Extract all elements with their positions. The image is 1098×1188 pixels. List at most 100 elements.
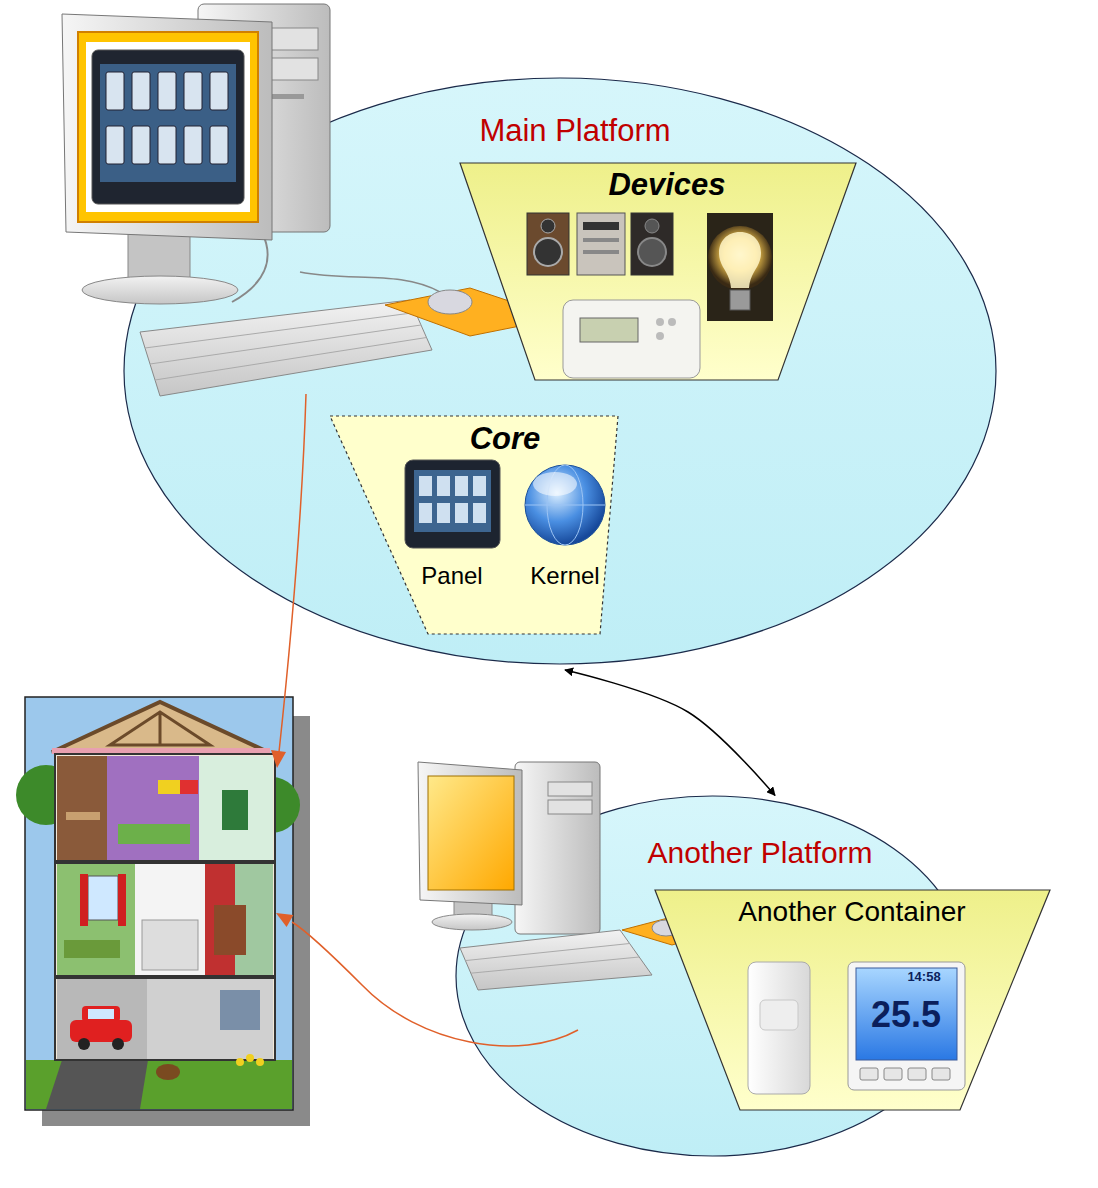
device-illustration — [563, 300, 700, 378]
device-illustration — [515, 762, 600, 934]
house-illustration — [135, 864, 205, 975]
device-illustration — [106, 126, 124, 164]
house-illustration — [57, 979, 147, 1059]
house-illustration — [110, 712, 210, 745]
device-illustration — [428, 290, 472, 314]
device-illustration — [548, 782, 592, 796]
house-illustration — [112, 1038, 124, 1050]
device-illustration — [525, 505, 605, 506]
house-illustration — [158, 780, 180, 794]
node-title: Main Platform — [479, 113, 670, 149]
house-illustration — [52, 702, 268, 752]
device-illustration — [534, 238, 562, 266]
device-illustration — [527, 213, 569, 275]
house-illustration — [16, 697, 310, 1126]
device-illustration — [419, 476, 432, 496]
house-illustration — [80, 874, 88, 926]
house-illustration — [118, 874, 126, 926]
house-illustration — [64, 940, 120, 958]
device-illustration — [100, 64, 236, 182]
device-illustration — [580, 318, 638, 342]
device-illustration — [548, 800, 592, 814]
node-outline — [460, 163, 856, 380]
device-illustration — [292, 922, 578, 1046]
device-illustration — [106, 72, 124, 110]
device-illustration — [158, 126, 176, 164]
device-illustration — [62, 14, 272, 240]
device-illustration — [860, 1068, 878, 1080]
house-illustration — [222, 790, 248, 830]
component-label: Kernel — [530, 562, 599, 590]
device-illustration — [908, 1068, 926, 1080]
house-illustration — [118, 824, 190, 844]
house-illustration — [246, 1054, 254, 1062]
device-illustration — [707, 213, 773, 321]
device-illustration — [760, 1000, 798, 1030]
device-illustration — [583, 238, 619, 242]
house-illustration — [256, 1058, 264, 1066]
device-illustration — [460, 930, 652, 990]
house-illustration — [82, 1006, 120, 1022]
device-illustration — [455, 476, 468, 496]
display-reading: 25.5 — [871, 994, 941, 1035]
device-illustration — [473, 476, 486, 496]
device-illustration — [656, 318, 664, 326]
device-illustration — [437, 476, 450, 496]
device-illustration — [140, 300, 432, 396]
house-illustration — [236, 1058, 244, 1066]
device-illustration — [465, 944, 629, 961]
device-illustration — [271, 750, 286, 768]
device-illustration — [527, 213, 773, 378]
node-title: Another Container — [738, 896, 965, 928]
device-illustration — [300, 272, 440, 292]
house-illustration — [220, 990, 260, 1030]
node-title: Another Platform — [647, 836, 872, 871]
house-illustration — [156, 1064, 180, 1080]
house-illustration — [88, 1009, 114, 1019]
device-illustration — [414, 470, 491, 532]
container-trapezoid: Core — [330, 416, 618, 634]
device-illustration — [656, 332, 664, 340]
device-illustration — [86, 42, 250, 212]
device-illustration — [419, 503, 432, 523]
device-illustration — [455, 503, 468, 523]
device-illustration — [428, 776, 514, 890]
device-illustration — [848, 962, 965, 1090]
house-illustration — [55, 754, 275, 1060]
device-illustration — [719, 232, 761, 288]
house-illustration — [55, 860, 275, 864]
house-illustration — [158, 780, 198, 794]
device-illustration — [155, 338, 427, 381]
device-illustration — [577, 213, 625, 275]
device-illustration — [145, 313, 416, 349]
device-illustration — [748, 962, 810, 1094]
device-illustration — [533, 472, 577, 496]
device-illustration — [418, 762, 522, 905]
container-trapezoid: Devices — [460, 163, 856, 380]
device-illustration — [128, 234, 190, 278]
device-illustration — [210, 126, 228, 164]
house-illustration — [57, 864, 135, 975]
device-illustration — [631, 213, 673, 275]
device-illustration — [184, 72, 202, 110]
house-illustration — [25, 697, 293, 1110]
node-title: Core — [470, 421, 541, 457]
device-illustration — [730, 290, 750, 310]
device-illustration — [748, 962, 965, 1094]
device-illustration — [279, 394, 306, 752]
house-illustration — [55, 975, 275, 979]
house-illustration — [107, 756, 199, 860]
house-illustration — [199, 756, 273, 860]
device-illustration — [541, 219, 555, 233]
house-illustration — [66, 812, 100, 820]
house-illustration — [46, 1060, 148, 1109]
device-illustration — [132, 72, 150, 110]
component-label: Panel — [421, 562, 482, 590]
device-illustration — [583, 222, 619, 230]
device-illustration — [473, 503, 486, 523]
device-illustration — [405, 460, 500, 548]
device-illustration — [92, 50, 244, 204]
device-illustration — [668, 318, 676, 326]
node-outline — [655, 890, 1050, 1110]
